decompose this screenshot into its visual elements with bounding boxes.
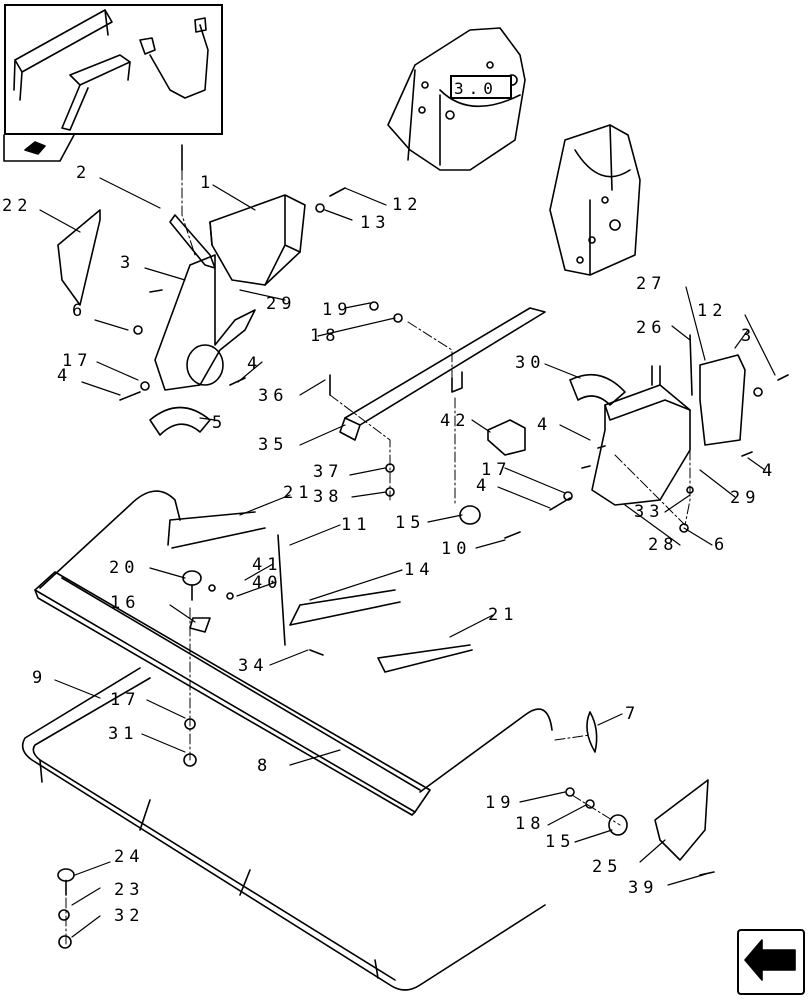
reference-text: 3.0 xyxy=(454,79,498,98)
chain-11 xyxy=(277,534,286,646)
callout-4[interactable]: 4 xyxy=(762,461,778,481)
callout-3[interactable]: 3 xyxy=(120,253,136,273)
leader-lines xyxy=(39,177,776,938)
callout-8[interactable]: 8 xyxy=(257,756,273,776)
cover-1 xyxy=(209,194,306,286)
rod-26 xyxy=(689,334,693,396)
callout-30[interactable]: 30 xyxy=(515,353,546,373)
callout-41[interactable]: 41 xyxy=(252,555,283,575)
callout-39[interactable]: 39 xyxy=(628,878,659,898)
callout-4[interactable]: 4 xyxy=(476,476,492,496)
callout-21[interactable]: 21 xyxy=(488,605,519,625)
shield-22 xyxy=(57,209,101,306)
callout-19[interactable]: 19 xyxy=(322,300,353,320)
callout-4[interactable]: 4 xyxy=(247,354,263,374)
callout-22[interactable]: 22 xyxy=(2,196,33,216)
callout-40[interactable]: 40 xyxy=(252,573,283,593)
bracket-3 xyxy=(154,254,256,391)
callout-19[interactable]: 19 xyxy=(485,793,516,813)
callout-25[interactable]: 25 xyxy=(592,857,623,877)
callout-37[interactable]: 37 xyxy=(313,462,344,482)
callout-7[interactable]: 7 xyxy=(625,704,641,724)
callout-20[interactable]: 20 xyxy=(109,558,140,578)
callout-35[interactable]: 35 xyxy=(258,435,289,455)
callout-36[interactable]: 36 xyxy=(258,386,289,406)
cover-27 xyxy=(699,354,746,446)
bar-8 xyxy=(34,571,431,816)
callout-14[interactable]: 14 xyxy=(404,560,435,580)
clip-7 xyxy=(586,711,598,753)
callout-4[interactable]: 4 xyxy=(537,415,553,435)
rod-21-upper xyxy=(167,511,266,549)
inset-thumbnail-drawing xyxy=(13,9,209,131)
callout-29[interactable]: 29 xyxy=(266,294,297,314)
plate-2 xyxy=(169,214,216,269)
callout-6[interactable]: 6 xyxy=(72,301,88,321)
callout-31[interactable]: 31 xyxy=(108,724,139,744)
callout-10[interactable]: 10 xyxy=(441,539,472,559)
rod-21-lower xyxy=(377,644,473,673)
callout-17[interactable]: 17 xyxy=(110,690,141,710)
frame-bracket-upper xyxy=(387,27,526,171)
callout-15[interactable]: 15 xyxy=(395,513,426,533)
callout-18[interactable]: 18 xyxy=(515,814,546,834)
callout-38[interactable]: 38 xyxy=(313,487,344,507)
callout-5[interactable]: 5 xyxy=(212,413,228,433)
beam-35 xyxy=(339,307,546,441)
callout-12[interactable]: 12 xyxy=(697,301,728,321)
callout-6[interactable]: 6 xyxy=(714,535,730,555)
callout-42[interactable]: 42 xyxy=(440,411,471,431)
callout-21[interactable]: 21 xyxy=(283,483,314,503)
rod-14 xyxy=(289,589,401,626)
callout-4[interactable]: 4 xyxy=(57,366,73,386)
wear-plate-30 xyxy=(569,373,626,406)
frame-bracket-lower xyxy=(549,124,641,276)
callout-1[interactable]: 1 xyxy=(200,173,216,193)
callout-27[interactable]: 27 xyxy=(636,274,667,294)
callout-18[interactable]: 18 xyxy=(310,326,341,346)
callout-24[interactable]: 24 xyxy=(114,847,145,867)
callout-33[interactable]: 33 xyxy=(634,502,665,522)
callout-32[interactable]: 32 xyxy=(114,906,145,926)
rod-bar-upper xyxy=(39,490,553,793)
callout-34[interactable]: 34 xyxy=(238,656,269,676)
center-lines xyxy=(65,169,691,946)
callout-12[interactable]: 12 xyxy=(392,195,423,215)
callout-28[interactable]: 28 xyxy=(648,535,679,555)
callout-17[interactable]: 17 xyxy=(481,460,512,480)
callout-13[interactable]: 13 xyxy=(360,213,391,233)
callout-17[interactable]: 17 xyxy=(62,351,93,371)
callout-15[interactable]: 15 xyxy=(545,832,576,852)
callout-26[interactable]: 26 xyxy=(636,318,667,338)
callout-29[interactable]: 29 xyxy=(730,488,761,508)
wear-plate-5 xyxy=(149,406,211,436)
cap-42 xyxy=(487,419,526,456)
callout-3[interactable]: 3 xyxy=(741,326,757,346)
callout-9[interactable]: 9 xyxy=(32,668,48,688)
fasteners xyxy=(57,144,789,949)
callout-11[interactable]: 11 xyxy=(341,515,372,535)
callout-2[interactable]: 2 xyxy=(76,163,92,183)
inset-thumbnail xyxy=(4,4,223,135)
reference-box[interactable] xyxy=(450,75,512,99)
inset-tab-shape xyxy=(3,134,75,162)
navigation-arrow-button[interactable] xyxy=(737,929,805,995)
callout-23[interactable]: 23 xyxy=(114,880,145,900)
nav-arrow-icon xyxy=(744,939,796,981)
callout-16[interactable]: 16 xyxy=(110,593,141,613)
frame-9 xyxy=(21,667,546,991)
shield-25 xyxy=(654,779,709,861)
